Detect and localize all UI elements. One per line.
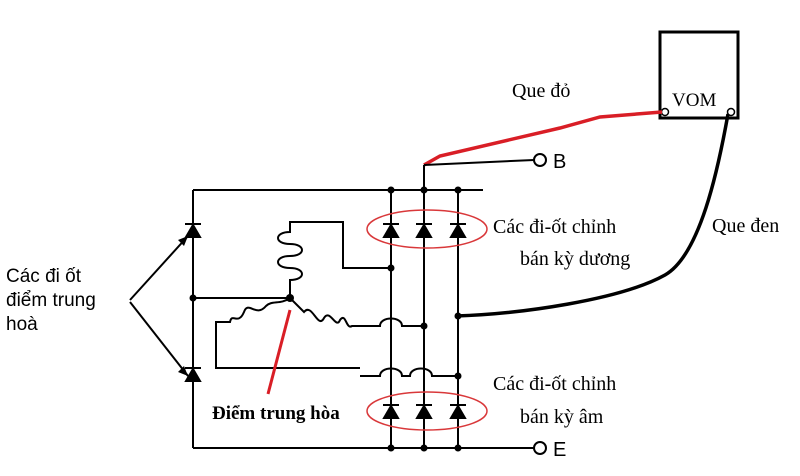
positive-diode-3	[449, 223, 467, 238]
terminal-e	[533, 441, 547, 455]
neutral-diodes-label-line3: hoà	[6, 314, 38, 335]
arrow-to-upper-diode	[129, 235, 189, 301]
neutral-diode-upper	[184, 223, 202, 238]
neutral-point-label: Điểm trung hòa	[212, 403, 340, 424]
junction-dot	[387, 444, 395, 452]
negative-diode-3	[449, 404, 467, 419]
neutral-point-pointer	[266, 309, 292, 395]
arrow-to-lower-diode	[129, 301, 189, 377]
stator-coil-upper	[277, 221, 391, 298]
vom-label: VOM	[672, 90, 716, 111]
positive-diode-1	[382, 223, 400, 238]
positive-diode-2	[415, 223, 433, 238]
junction-dot	[420, 186, 428, 194]
neutral-junction-left	[189, 294, 197, 302]
wire-b	[423, 159, 535, 166]
junction-dot	[387, 186, 395, 194]
positive-diodes-label-line2: bán kỳ dương	[520, 248, 630, 270]
junction-dot	[454, 372, 462, 380]
neutral-diodes-label-line1: Các đi ốt	[6, 266, 82, 287]
negative-diodes-label-line2: bán kỳ âm	[520, 406, 604, 428]
neutral-diodes-label-line2: điểm trung	[6, 290, 96, 311]
stator-coil-left	[215, 297, 360, 369]
terminal-e-label: E	[553, 439, 566, 461]
arrowhead-upper	[178, 236, 188, 246]
negative-diode-2	[415, 404, 433, 419]
arrowhead-lower	[178, 366, 188, 376]
stator-coil-right	[289, 297, 370, 328]
red-probe-wire	[423, 110, 663, 167]
neutral-diode-lower	[184, 367, 202, 382]
junction-dot	[454, 444, 462, 452]
junction-dot	[387, 264, 395, 272]
terminal-b-label: B	[553, 151, 566, 173]
phase-wire-right	[370, 317, 424, 327]
negative-diodes-label-line1: Các đi-ốt chỉnh	[493, 373, 616, 395]
positive-diodes-label-line1: Các đi-ốt chỉnh	[493, 216, 616, 238]
negative-diodes-highlight	[366, 391, 488, 431]
terminal-b	[533, 153, 547, 167]
vom-meter-box	[658, 30, 740, 120]
junction-dot	[454, 186, 462, 194]
negative-diode-1	[382, 404, 400, 419]
positive-diodes-highlight	[366, 209, 488, 249]
vom-red-jack	[660, 107, 670, 117]
junction-dot	[420, 322, 428, 330]
red-probe-label: Que đỏ	[512, 80, 570, 102]
black-probe-wire	[455, 113, 730, 318]
black-probe-label: Que đen	[712, 215, 779, 237]
vom-black-jack	[726, 107, 736, 117]
junction-dot	[454, 312, 462, 320]
junction-dot	[420, 444, 428, 452]
phase-wire-lower	[360, 367, 458, 377]
